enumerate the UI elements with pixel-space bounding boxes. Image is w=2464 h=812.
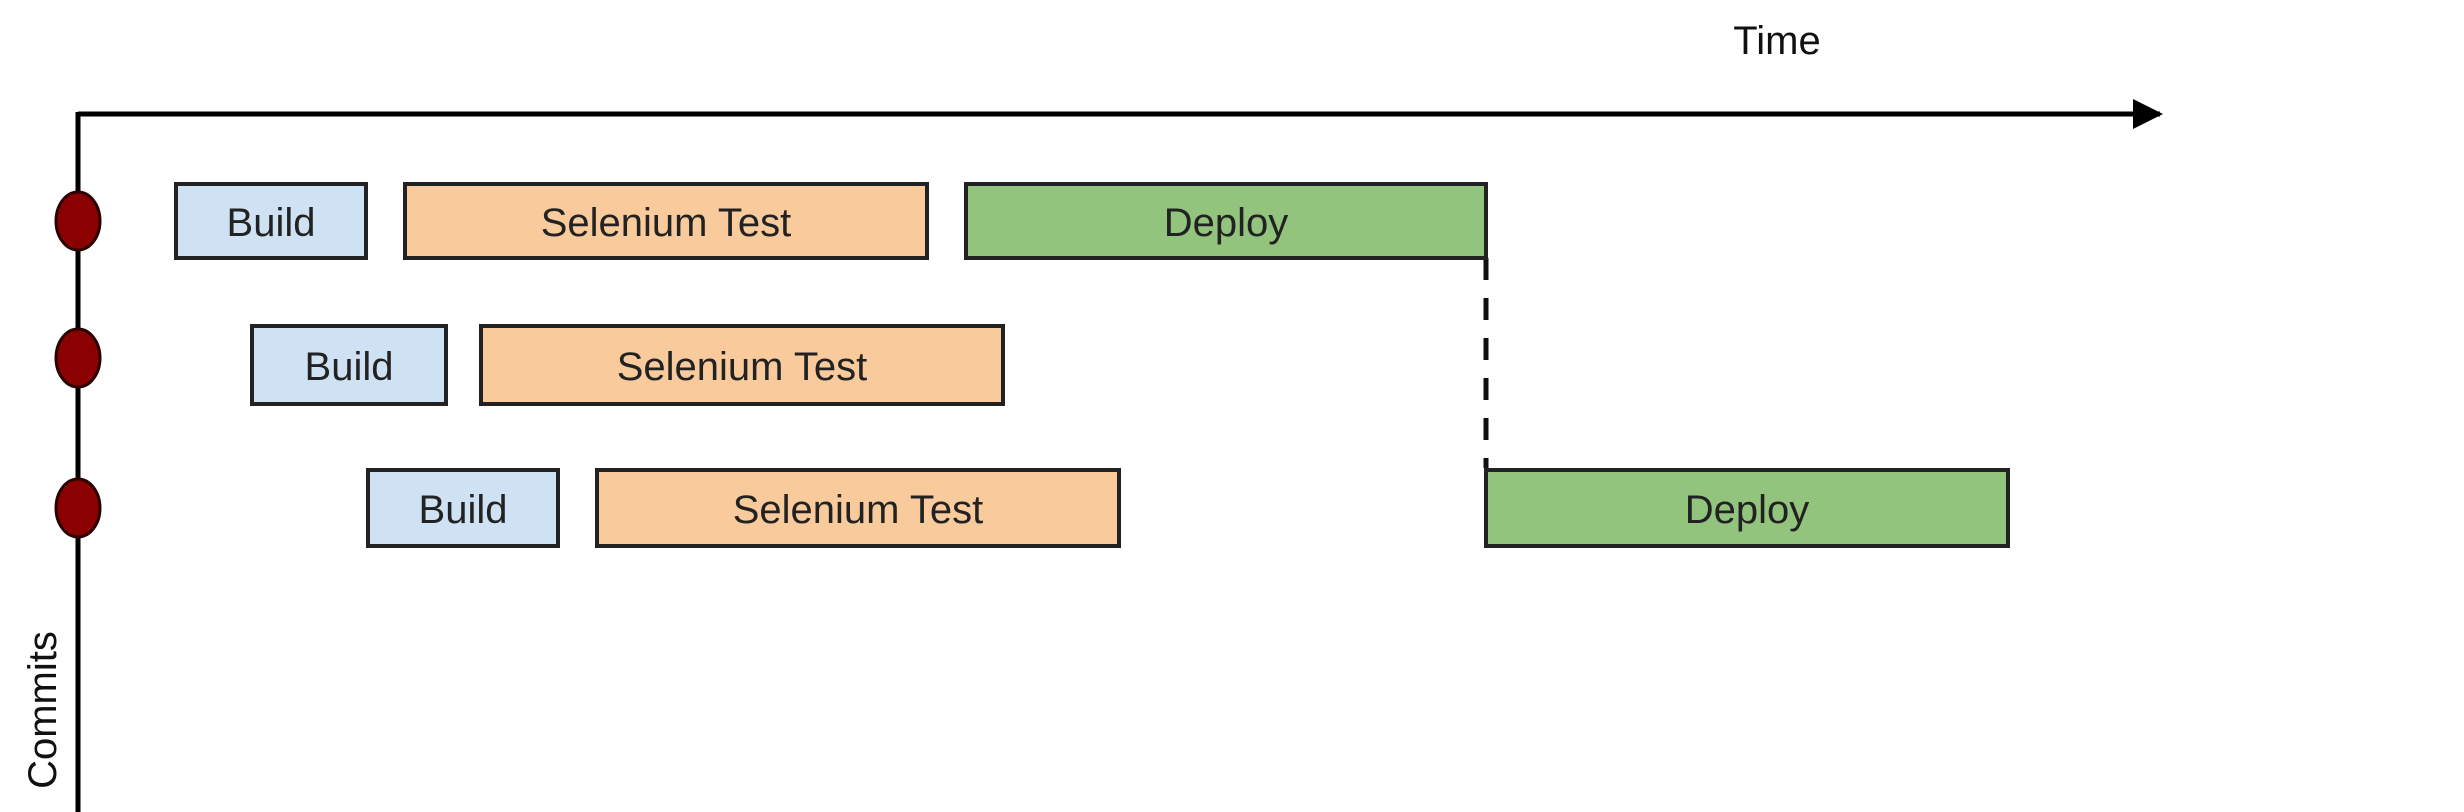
commit-3-deploy-stage: Deploy	[1484, 468, 2010, 548]
commit-2-build-label: Build	[305, 345, 394, 389]
commit-3-selenium-test-stage: Selenium Test	[595, 468, 1121, 548]
commit-2-selenium-test-stage: Selenium Test	[479, 324, 1005, 406]
commit-marker-1	[54, 190, 102, 252]
commit-1-build-stage: Build	[174, 182, 368, 260]
commit-1-build-label: Build	[227, 201, 316, 245]
commit-1-deploy-label: Deploy	[1164, 201, 1289, 245]
commit-1-pipeline: Build Selenium Test Deploy	[174, 182, 1488, 260]
commit-2-build-stage: Build	[250, 324, 448, 406]
commit-marker-2	[54, 327, 102, 389]
commit-3-pipeline: Build Selenium Test Deploy	[366, 468, 2010, 548]
commit-1-deploy-stage: Deploy	[964, 182, 1488, 260]
commit-marker-3	[54, 477, 102, 539]
commit-1-selenium-test-stage: Selenium Test	[403, 182, 929, 260]
commit-2-selenium-test-label: Selenium Test	[617, 345, 868, 389]
commit-3-deploy-label: Deploy	[1685, 488, 1810, 532]
commit-3-build-stage: Build	[366, 468, 560, 548]
commit-3-build-label: Build	[419, 488, 508, 532]
commits-axis-label: Commits	[21, 631, 65, 789]
commit-2-pipeline: Build Selenium Test	[250, 324, 1005, 406]
commit-1-selenium-test-label: Selenium Test	[541, 201, 792, 245]
time-axis-label: Time	[1733, 19, 1820, 63]
commit-3-selenium-test-label: Selenium Test	[733, 488, 984, 532]
